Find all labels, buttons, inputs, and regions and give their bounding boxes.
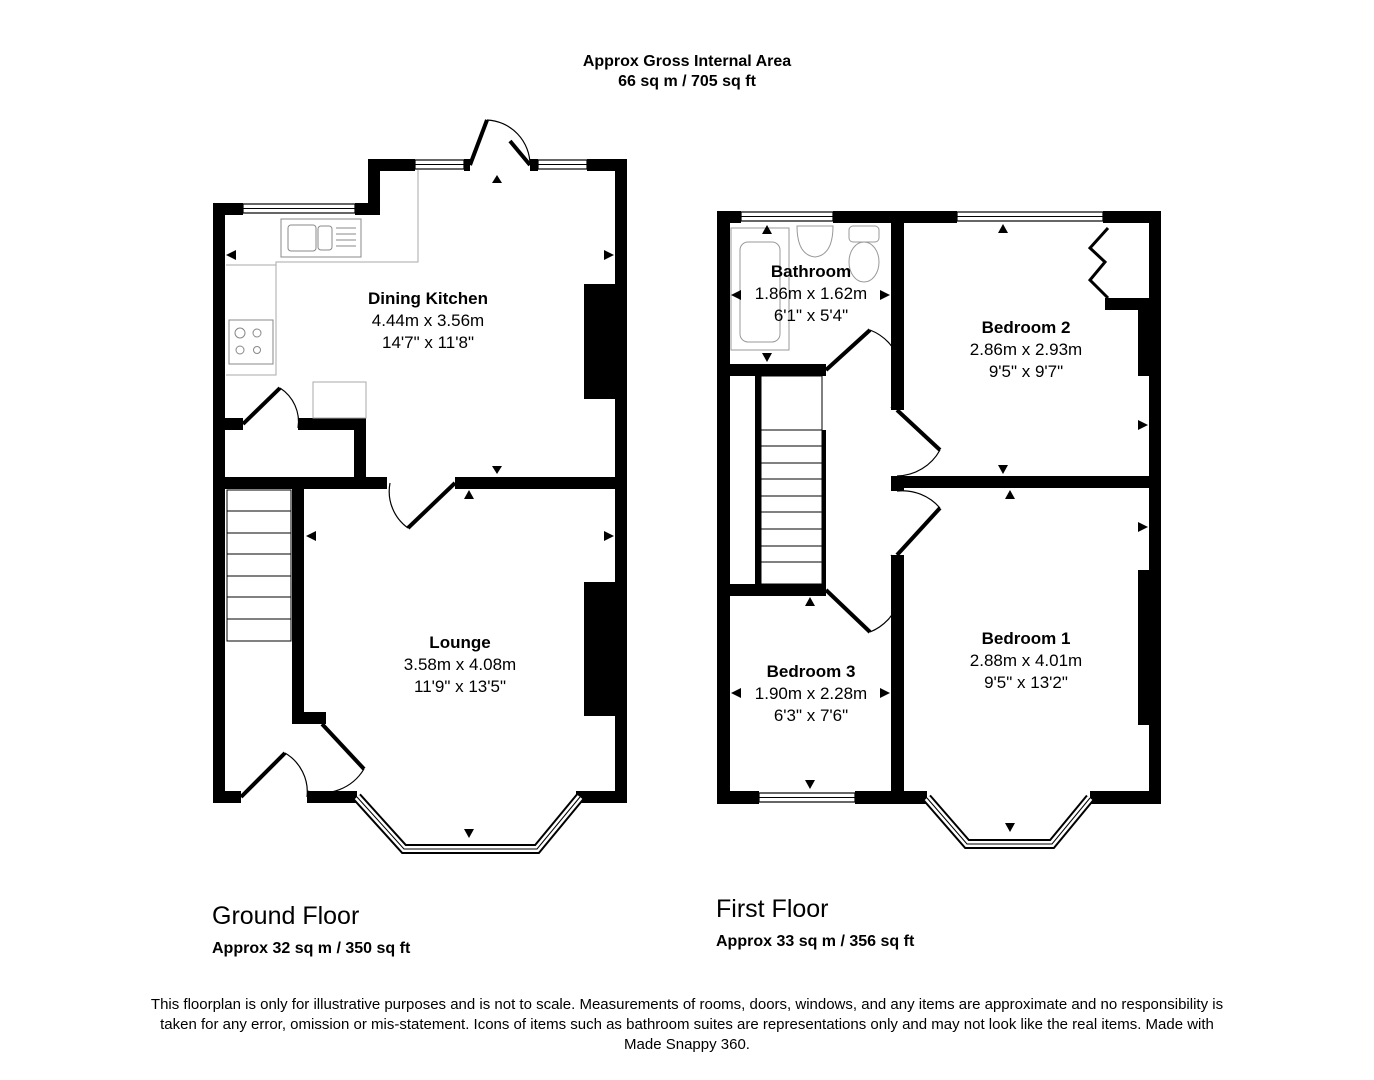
room-metric: 2.86m x 2.93m xyxy=(969,340,1083,359)
first-floor-measure-arrows xyxy=(731,224,1148,832)
room-name: Bathroom xyxy=(770,262,852,281)
gross-area-value: 66 sq m / 705 sq ft xyxy=(618,73,756,90)
room-bedroom-2: Bedroom 2 2.86m x 2.93m 9'5" x 9'7" xyxy=(970,317,1082,383)
room-dining-kitchen: Dining Kitchen 4.44m x 3.56m 14'7" x 11'… xyxy=(368,288,488,354)
room-bathroom: Bathroom 1.86m x 1.62m 6'1" x 5'4" xyxy=(755,261,867,327)
room-imperial: 14'7" x 11'8" xyxy=(382,333,474,352)
first-floor-plan xyxy=(717,211,1161,804)
gross-area-title: Approx Gross Internal Area xyxy=(582,53,792,70)
ground-floor-title: Ground Floor xyxy=(212,902,360,930)
room-imperial: 6'3" x 7'6" xyxy=(773,706,849,725)
room-imperial: 11'9" x 13'5" xyxy=(414,677,506,696)
ground-floor-area: Approx 32 sq m / 350 sq ft xyxy=(212,940,411,957)
room-name: Bedroom 1 xyxy=(981,629,1071,648)
room-imperial: 9'5" x 13'2" xyxy=(984,673,1068,692)
room-name: Bedroom 2 xyxy=(981,318,1071,337)
ground-floor-measure-arrows xyxy=(226,175,614,838)
room-metric: 4.44m x 3.56m xyxy=(371,311,485,330)
first-floor-details xyxy=(730,211,1110,849)
room-metric: 2.88m x 4.01m xyxy=(969,651,1083,670)
room-metric: 1.86m x 1.62m xyxy=(754,284,868,303)
room-lounge: Lounge 3.58m x 4.08m 11'9" x 13'5" xyxy=(404,632,516,698)
room-bedroom-1: Bedroom 1 2.88m x 4.01m 9'5" x 13'2" xyxy=(970,628,1082,694)
room-imperial: 6'1" x 5'4" xyxy=(773,306,849,325)
room-bedroom-3: Bedroom 3 1.90m x 2.28m 6'3" x 7'6" xyxy=(755,661,867,727)
room-metric: 3.58m x 4.08m xyxy=(403,655,517,674)
first-floor-title: First Floor xyxy=(716,895,829,923)
disclaimer-text: This floorplan is only for illustrative … xyxy=(150,996,1224,1053)
room-imperial: 9'5" x 9'7" xyxy=(988,362,1064,381)
gross-area-heading: Approx Gross Internal Area 66 sq m / 705… xyxy=(0,52,1374,92)
ground-floor-details xyxy=(226,119,588,854)
room-name: Bedroom 3 xyxy=(766,662,856,681)
room-metric: 1.90m x 2.28m xyxy=(754,684,868,703)
room-name: Lounge xyxy=(429,633,491,652)
ground-floor-plan xyxy=(213,159,627,803)
room-name: Dining Kitchen xyxy=(368,289,488,308)
first-floor-area: Approx 33 sq m / 356 sq ft xyxy=(716,933,915,950)
